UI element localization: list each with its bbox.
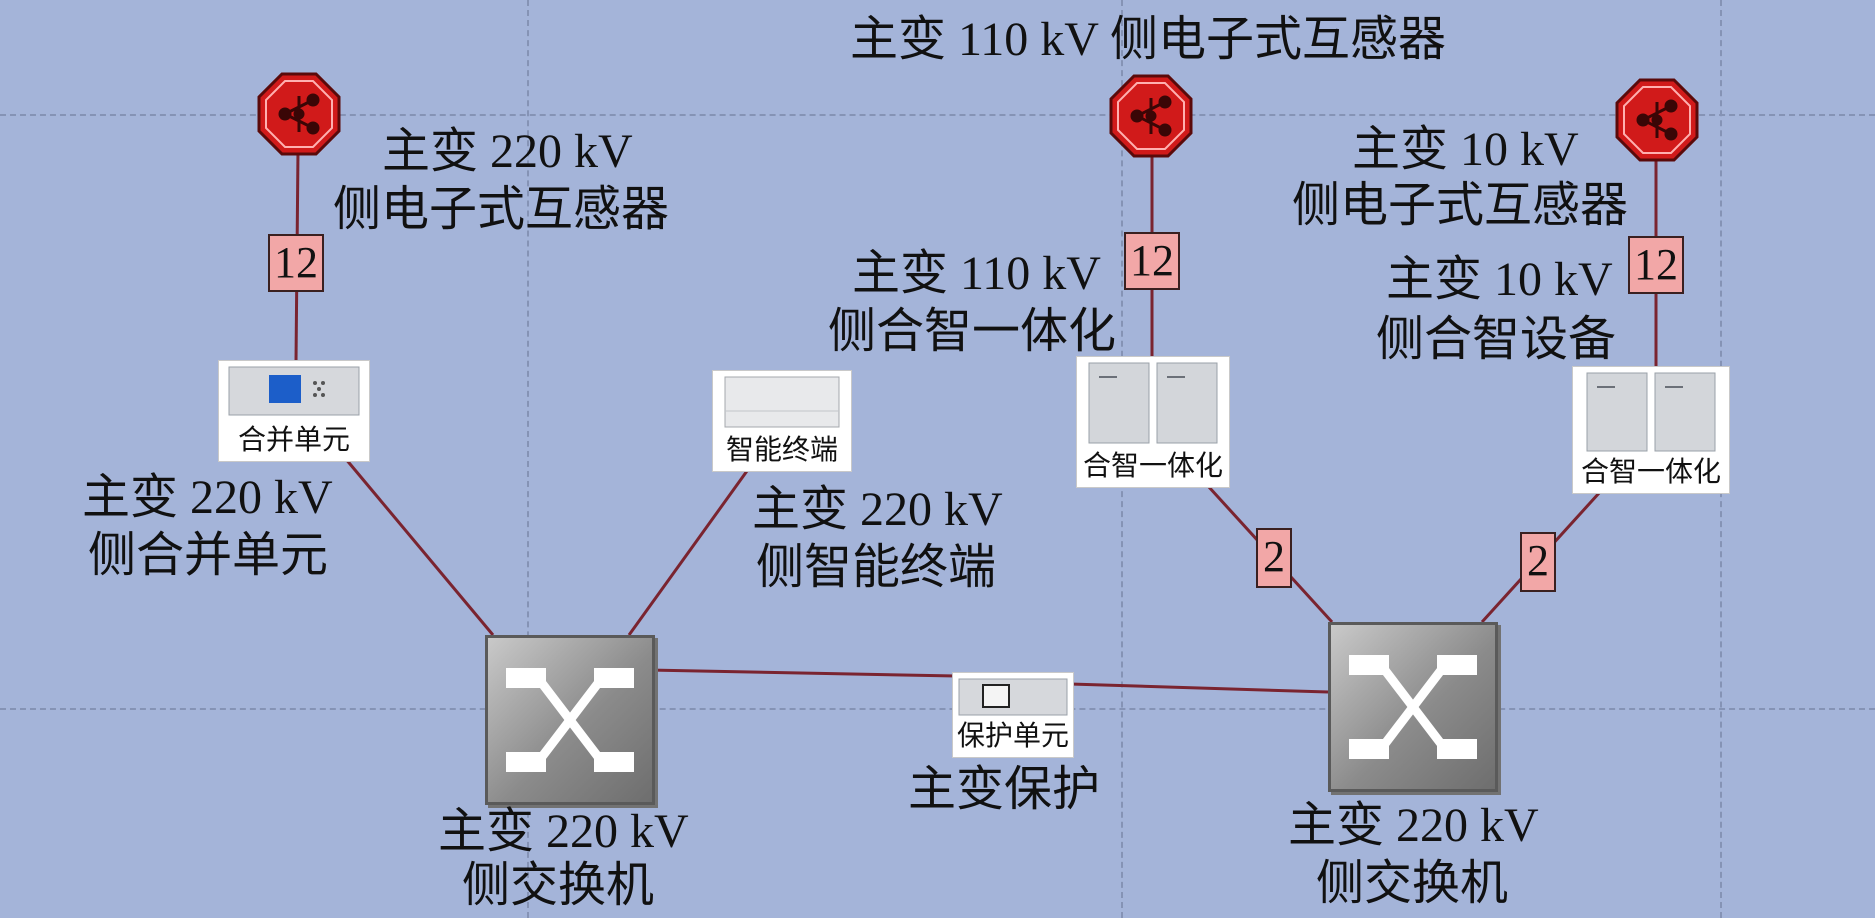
smart-terminal-icon	[724, 376, 840, 428]
merge-unit-caption: 合并单元	[237, 425, 350, 456]
ct-220-line1: 主变 220 kV	[382, 125, 633, 178]
switch-right-line2: 侧交换机	[1316, 857, 1509, 910]
merge-unit-icon	[228, 366, 360, 416]
integrated-10-device[interactable]: 合智一体化	[1572, 366, 1730, 494]
smart-terminal-line2: 侧智能终端	[756, 541, 997, 594]
network-stop-icon	[257, 72, 341, 156]
protection-unit-caption: 保护单元	[956, 721, 1069, 752]
integrated-10-line2: 侧合智设备	[1376, 313, 1617, 366]
fiber-count-badge: 12	[268, 234, 324, 292]
network-stop-icon	[1615, 78, 1699, 162]
network-stop-icon	[1109, 74, 1193, 158]
ct-10-line2: 侧电子式互感器	[1292, 179, 1629, 232]
link-switch-protection	[647, 668, 957, 678]
ct-220-line2: 侧电子式互感器	[333, 183, 670, 236]
protection-unit-device[interactable]: 保护单元	[952, 672, 1074, 758]
grid-line	[0, 114, 1875, 116]
fiber-count-badge: 2	[1256, 528, 1292, 588]
fiber-count-badge: 12	[1124, 232, 1180, 290]
fiber-count-badge: 2	[1520, 532, 1556, 592]
switch-icon	[1349, 655, 1477, 759]
merge-unit-line1: 主变 220 kV	[82, 471, 333, 524]
link-protection-switch	[1069, 682, 1329, 694]
integrated-unit-icon	[1586, 372, 1716, 452]
switch-icon	[506, 668, 634, 772]
switch-left-line1: 主变 220 kV	[438, 805, 689, 858]
integrated-110-caption: 合智一体化	[1082, 451, 1223, 482]
integrated-10-caption: 合智一体化	[1580, 457, 1721, 488]
smart-terminal-line1: 主变 220 kV	[752, 483, 1003, 536]
switch-right-device[interactable]	[1328, 622, 1498, 792]
switch-left-line2: 侧交换机	[462, 859, 655, 912]
link-terminal-switch	[627, 463, 754, 636]
ct-10-line1: 主变 10 kV	[1352, 123, 1579, 176]
merge-unit-device[interactable]: 合并单元	[218, 360, 370, 462]
protection-unit-icon	[958, 678, 1068, 716]
integrated-110-line1: 主变 110 kV	[852, 247, 1101, 300]
link-merge-switch	[343, 457, 495, 636]
smart-terminal-device[interactable]: 智能终端	[712, 370, 852, 472]
ct-110-title: 主变 110 kV 侧电子式互感器	[850, 13, 1447, 66]
integrated-unit-icon	[1088, 362, 1218, 444]
smart-terminal-caption: 智能终端	[725, 435, 838, 466]
grid-line	[0, 708, 1875, 710]
grid-line	[527, 0, 529, 918]
switch-right-line1: 主变 220 kV	[1288, 799, 1539, 852]
merge-unit-line2: 侧合并单元	[88, 529, 329, 582]
integrated-110-line2: 侧合智一体化	[828, 305, 1117, 358]
protection-label: 主变保护	[908, 763, 1101, 816]
integrated-110-device[interactable]: 合智一体化	[1076, 356, 1230, 488]
switch-left-device[interactable]	[485, 635, 655, 805]
fiber-count-badge: 12	[1628, 236, 1684, 294]
integrated-10-line1: 主变 10 kV	[1386, 253, 1613, 306]
